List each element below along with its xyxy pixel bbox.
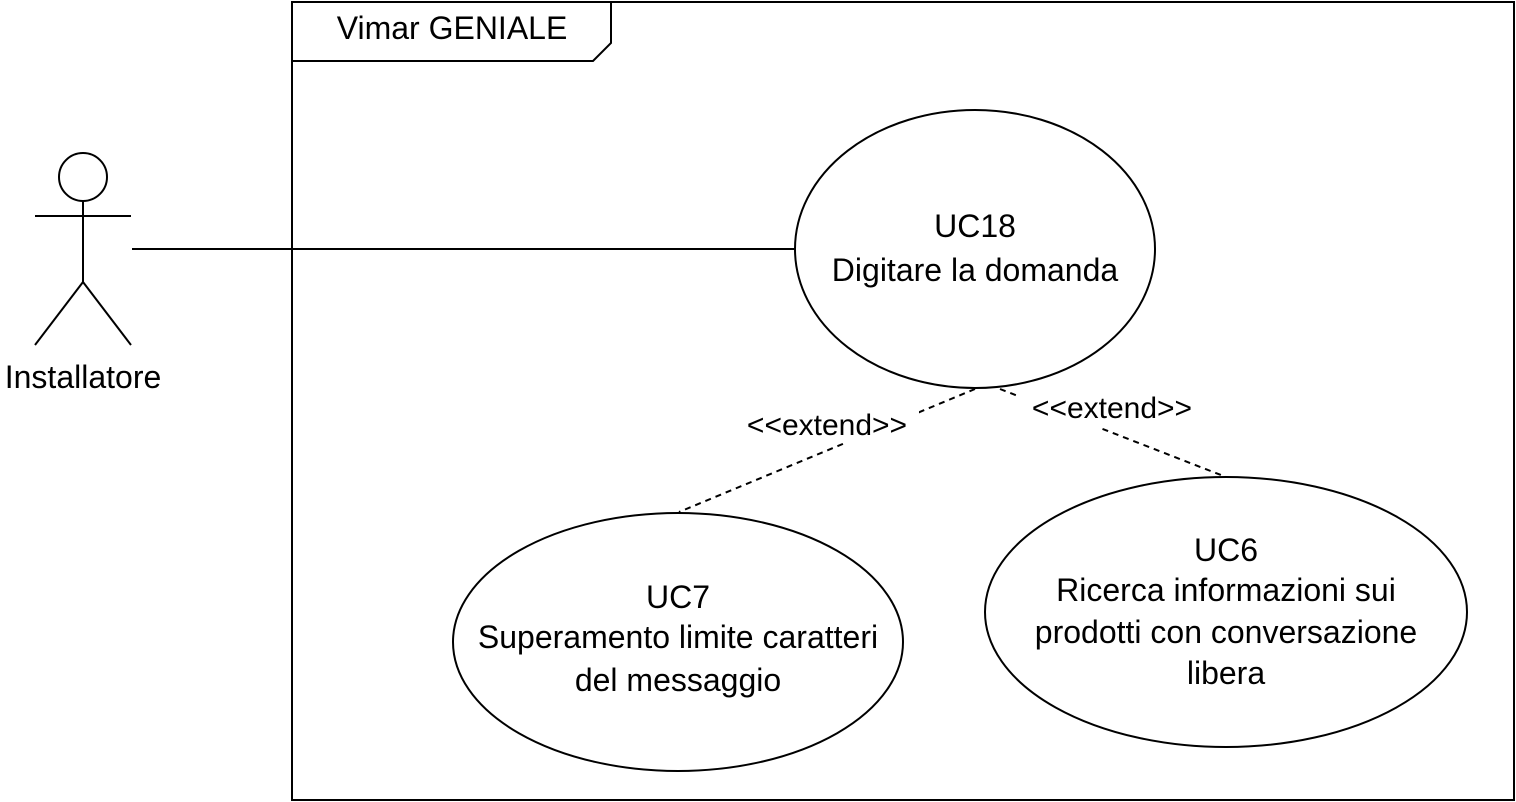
actor-name: Installatore [5,359,162,395]
extend-line-uc7 [678,388,976,513]
use-case-title-line-1: Ricerca informazioni sui [1056,572,1396,608]
use-case-title-line-2: prodotti con conversazione [1035,614,1417,650]
system-boundary [291,1,1515,801]
extend-label-right: <<extend>> [1032,392,1192,425]
use-case-id: UC6 [1194,532,1258,568]
frame-title-tab [292,2,612,62]
use-case-title-line-2: del messaggio [575,662,781,698]
use-case-uc18[interactable]: UC18 Digitare la domanda [794,109,1156,389]
stick-figure-icon [34,152,132,346]
use-case-title-line-1: Superamento limite caratteri [478,619,878,655]
use-case-ellipse[interactable] [452,512,904,772]
extend-label-bg-right [1018,388,1206,428]
use-case-id: UC7 [646,579,710,615]
extend-label-left: <<extend>> [747,409,907,442]
frame-title: Vimar GENIALE [337,10,568,46]
system-frame: Vimar GENIALE [291,1,1515,801]
use-case-uc6[interactable]: UC6 Ricerca informazioni sui prodotti co… [984,476,1468,748]
actor-installatore: Installatore [5,152,162,395]
use-case-id: UC18 [934,208,1016,244]
use-case-title-line-3: libera [1187,655,1265,691]
use-case-ellipse[interactable] [794,109,1156,389]
use-case-ellipse[interactable] [984,476,1468,748]
use-case-uc7[interactable]: UC7 Superamento limite caratteri del mes… [452,512,904,772]
use-case-title: Digitare la domanda [832,252,1119,288]
extend-line-uc6 [999,388,1227,478]
extend-label-bg-left [735,403,919,443]
